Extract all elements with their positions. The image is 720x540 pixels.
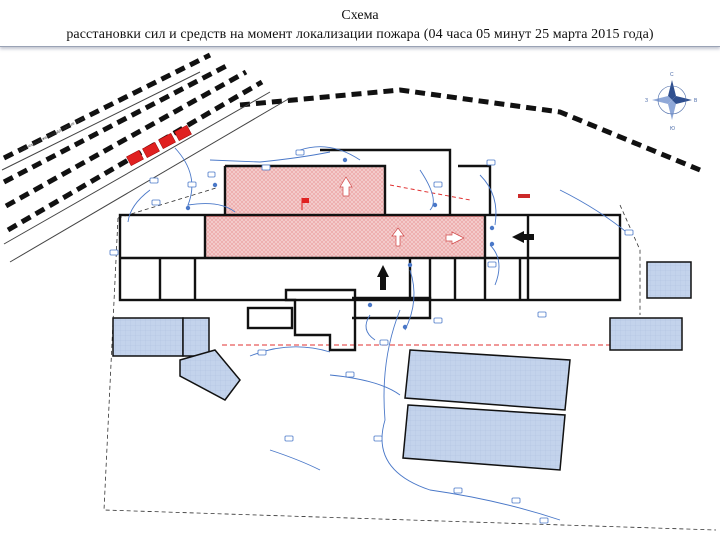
fire-zone-main [204,215,486,259]
fire-origin-flag [302,198,309,203]
title-bar: Схема расстановки сил и средств на момен… [0,0,720,47]
compass-west-label: З [645,98,648,104]
territory-fence [103,187,717,531]
building-block-3 [179,349,241,401]
hydrant-markers [185,157,495,330]
fire-spread-arrows [339,176,465,247]
fire-train [126,124,192,167]
fire-scheme-diagram: Подъездные железнодорожные пути С Ю З В [1,52,717,531]
scheme-subtitle: расстановки сил и средств на момент лока… [66,27,654,42]
compass-south-label: Ю [670,126,675,132]
rail-track-5 [239,87,701,173]
rail-track-1 [2,52,212,161]
building-block-4 [646,261,692,299]
compass-rose-icon: С Ю З В [645,72,698,132]
blue-buildings [112,261,692,471]
lower-structures [246,288,432,352]
rail-track-2 [2,61,232,185]
fire-zone-upper [224,165,386,219]
rail-track-3 [4,69,248,209]
compass-east-label: В [694,98,698,104]
warehouse-lower [402,404,566,471]
building-block-5 [609,317,683,351]
building-block-1 [112,317,184,357]
fire-hose-lines [127,146,631,521]
attack-arrows [377,231,534,290]
scheme-title: Схема [341,8,379,23]
building-block-2 [182,317,210,357]
compass-north-label: С [670,72,674,78]
warehouse-upper [404,349,571,411]
main-building [118,148,622,302]
equipment-markers [109,149,634,524]
fire-truck-marker [518,194,530,198]
